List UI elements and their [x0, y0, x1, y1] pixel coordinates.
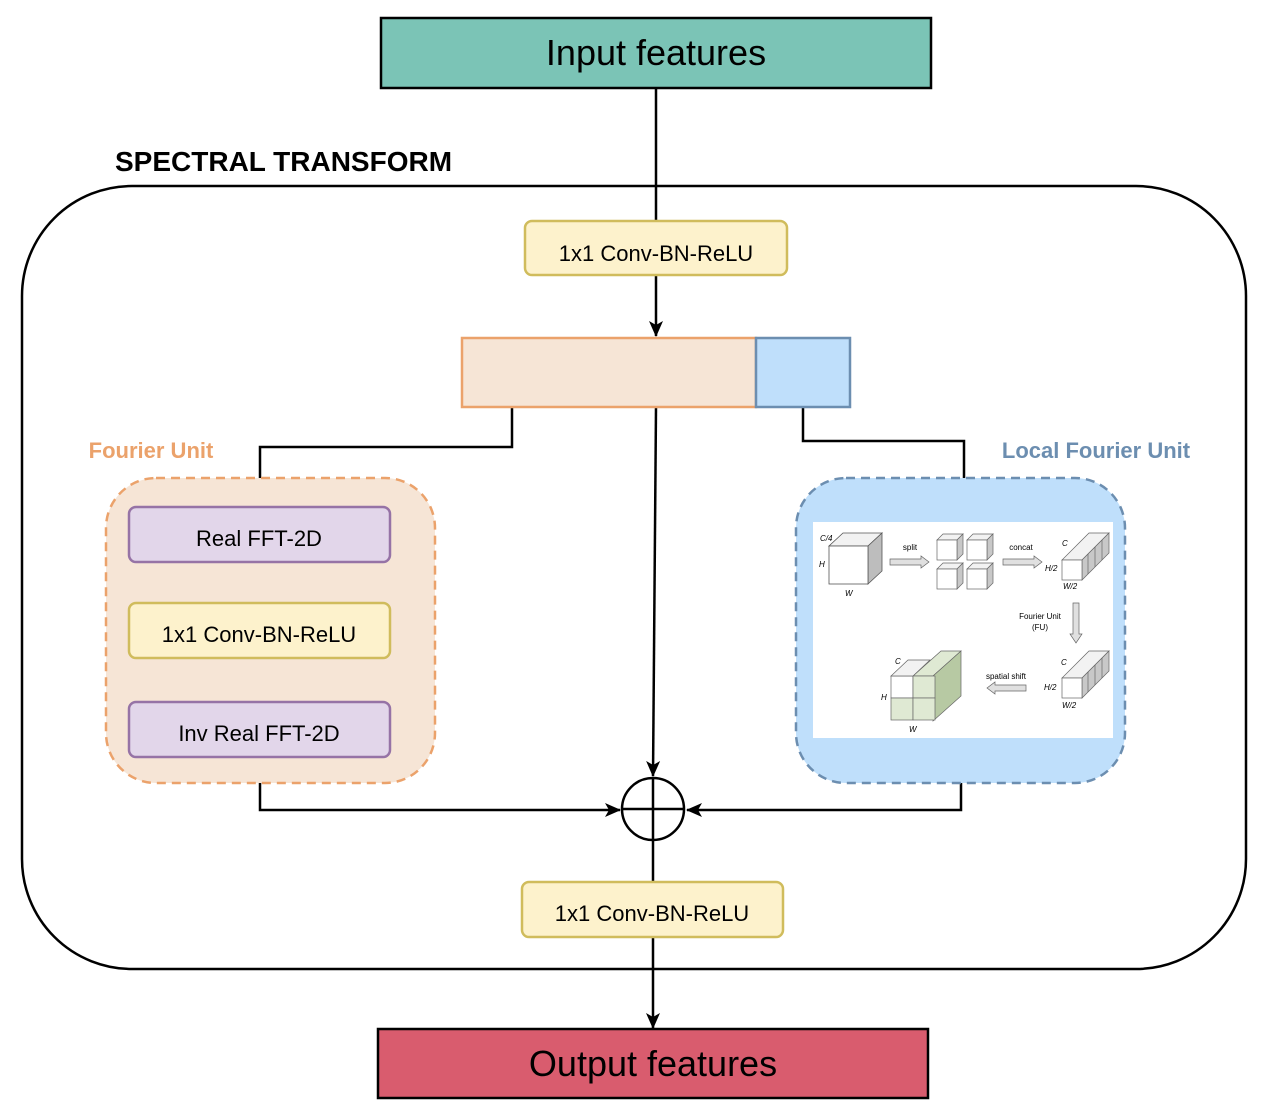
spectral-transform-title: SPECTRAL TRANSFORM: [115, 146, 452, 177]
fu-output-stack-icon: [1061, 650, 1110, 699]
local-fourier-unit-title: Local Fourier Unit: [1002, 438, 1191, 463]
dim-w2-top-label: W/2: [1063, 582, 1078, 591]
split-to-fourier-line: [258, 407, 514, 507]
dim-h-label: H: [819, 560, 825, 569]
split-label: split: [903, 543, 918, 552]
local-fourier-unit: Local Fourier Unit C/4 H W split: [794, 438, 1191, 785]
split-to-sum-arrow: [646, 406, 661, 777]
dim-h2-bottom-label: H/2: [1044, 683, 1057, 692]
input-features-box: [379, 16, 933, 90]
inv-real-fft-box: [127, 700, 392, 759]
fourier-unit: Fourier Unit Real FFT-2D 1x1 Conv-BN-ReL…: [89, 438, 437, 785]
fourier-unit-title: Fourier Unit: [89, 438, 214, 463]
output-features-node: Output features: [376, 1027, 930, 1100]
fu-label-line2: (FU): [1032, 623, 1048, 632]
conv-top-label: 1x1 Conv-BN-ReLU: [559, 241, 753, 266]
concat-stack-icon: [1061, 532, 1110, 581]
dim-c-shift-label: C: [895, 657, 901, 666]
concat-arrow-icon: [1002, 555, 1043, 569]
input-cube-icon: [827, 532, 884, 585]
global-channel-block: [460, 336, 758, 409]
concat-label: concat: [1009, 543, 1033, 552]
sum-node: [620, 776, 686, 842]
dim-w2-bottom-label: W/2: [1062, 701, 1077, 710]
output-features-box: [376, 1027, 930, 1100]
dim-c4-label: C/4: [820, 534, 833, 543]
split-cubes-icon: [936, 533, 994, 590]
fu-label-line1: Fourier Unit: [1019, 612, 1062, 621]
conv-bottom-box: [520, 880, 785, 939]
local-channel-block: [754, 336, 852, 409]
input-features-label: Input features: [546, 32, 766, 73]
dim-w-label: W: [845, 589, 854, 598]
shifted-cubes-icon: [890, 650, 962, 722]
dim-h2-top-label: H/2: [1045, 564, 1058, 573]
fu-down-arrow-icon: [1069, 602, 1083, 644]
conv-bottom-label: 1x1 Conv-BN-ReLU: [555, 901, 749, 926]
conv-top-node: 1x1 Conv-BN-ReLU: [523, 219, 789, 277]
output-features-label: Output features: [529, 1043, 777, 1084]
conv-top-box: [523, 219, 789, 277]
conv-bottom-node: 1x1 Conv-BN-ReLU: [520, 880, 785, 939]
input-features-node: Input features: [379, 16, 933, 90]
fourier-conv-label: 1x1 Conv-BN-ReLU: [162, 622, 356, 647]
spatial-shift-arrow-icon: [986, 681, 1027, 695]
fourier-conv-box: [127, 601, 392, 660]
dim-c-bottom-label: C: [1061, 658, 1067, 667]
connectors: [258, 88, 966, 1029]
dim-c-top-label: C: [1062, 539, 1068, 548]
spatial-shift-label: spatial shift: [986, 672, 1027, 681]
local-to-sum-arrow: [686, 782, 963, 817]
dim-h-shift-label: H: [881, 693, 887, 702]
split-arrow-icon: [889, 555, 930, 569]
real-fft-label: Real FFT-2D: [196, 526, 322, 551]
split-feature-bar: [460, 336, 852, 409]
split-to-local-line: [801, 407, 966, 478]
local-fourier-figure: C/4 H W split: [813, 522, 1113, 738]
dim-w-shift-label: W: [909, 725, 918, 734]
inv-real-fft-label: Inv Real FFT-2D: [178, 721, 339, 746]
real-fft-box: [127, 505, 392, 564]
spectral-transform-container: [20, 184, 1248, 971]
